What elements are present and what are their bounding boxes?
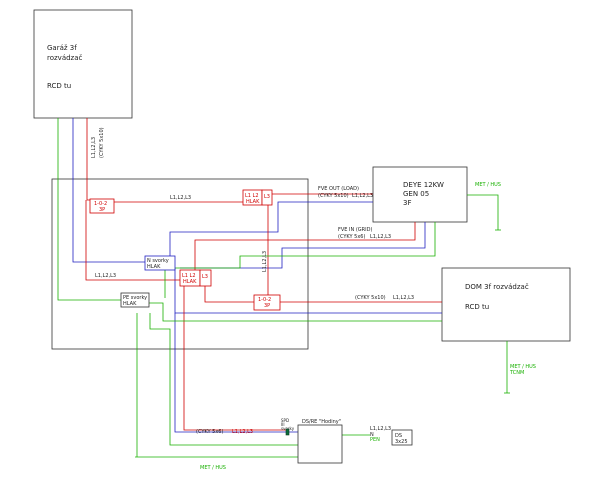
spd-l2: III xyxy=(281,422,285,427)
fve-out-phases: L1,L2,L3 xyxy=(352,193,373,199)
pe-terminals: PE svorky HLAK xyxy=(120,292,150,308)
busbar-mid-l3: L3 xyxy=(202,274,208,280)
spd-l3: svorky xyxy=(281,426,295,431)
switch-mid: 1-0-2 3P xyxy=(253,294,281,311)
vertical-phases: L1,L2,L3 xyxy=(262,251,268,272)
dom-cable: (CYKY 5x10) xyxy=(355,295,386,301)
feed-cable-phases: L1,L2,L3 xyxy=(91,137,97,158)
ground-bottom: MET / HUS xyxy=(200,465,226,471)
ground-deye: MET / HUS xyxy=(475,182,501,188)
ground-dom: MET / HUS xyxy=(510,364,536,370)
n-terminals-sub: HLAK xyxy=(147,264,161,270)
busbar-mid-label: L1 L2 xyxy=(182,273,196,279)
dom-phases: L1,L2,L3 xyxy=(393,295,414,301)
busbar-top-sub: HLAK xyxy=(246,199,260,205)
switch-mid-label: 1-0-2 xyxy=(258,297,271,303)
deye-line1: DEYE 12KW xyxy=(403,181,444,189)
garage-note: RCD tu xyxy=(47,82,71,90)
busbar-top: L1 L2 HLAK L3 xyxy=(242,189,273,206)
ds-rating: 3x25 xyxy=(395,439,408,445)
busbar-top-label: L1 L2 xyxy=(245,193,259,199)
deye-line3: 3F xyxy=(403,199,411,207)
dsre-pen: PEN xyxy=(370,437,380,443)
ds-label: DS xyxy=(395,433,402,439)
busbar-mid: L1 L2 HLAK L3 xyxy=(179,269,212,287)
main-enclosure xyxy=(51,178,309,350)
ds-box: DS 3x25 xyxy=(391,429,413,446)
dsre-label: DS/RE "Hodiny" xyxy=(302,419,341,425)
n-terminals-label: N svorky xyxy=(147,258,169,264)
pe-terminals-sub: HLAK xyxy=(123,301,137,307)
deye-line2: GEN 05 xyxy=(403,190,429,198)
spd: SPD III svorky xyxy=(281,418,295,436)
dsre-phases: L1,L2,L3 xyxy=(370,426,391,432)
switch-top-poles: 3P xyxy=(99,207,105,213)
ground-dom-sub: TCNM xyxy=(509,370,524,376)
dsre-box: DS/RE "Hodiny" xyxy=(297,419,343,464)
fve-in-cable: (CYKY 5x6) xyxy=(338,234,365,240)
dom-note: RCD tu xyxy=(465,303,489,311)
pe-terminals-label: PE svorky xyxy=(123,295,147,301)
bottom-cable: (CYKY 5x6) xyxy=(196,429,223,435)
bottom-phases: L1,L2,L3 xyxy=(232,429,253,435)
switch-top-phases: L1,L2,L3 xyxy=(170,195,191,201)
feed-cable-type: (CYKY 5x10) xyxy=(99,127,105,158)
garage-box xyxy=(33,9,133,119)
switch-mid-poles: 3P xyxy=(264,303,270,309)
phase-wires xyxy=(85,118,442,431)
garage-title: Garáž 3f xyxy=(47,44,77,52)
dsre-n: N xyxy=(370,432,374,438)
spd-l1: SPD xyxy=(281,418,289,423)
fve-out-label: FVE OUT (LOAD) xyxy=(318,186,359,192)
dom-box xyxy=(441,267,571,342)
fve-in-label: FVE IN (GRID) xyxy=(338,227,372,233)
fve-out-cable: (CYKY 5x10) xyxy=(318,193,349,199)
fve-in-phases: L1,L2,L3 xyxy=(370,234,391,240)
neutral-wires xyxy=(72,118,442,433)
busbar-mid-sub: HLAK xyxy=(183,279,197,285)
earth-wires xyxy=(57,118,508,458)
n-terminals: N svorky HLAK xyxy=(144,255,176,271)
busbar-top-l3: L3 xyxy=(264,194,270,200)
dom-title: DOM 3f rozvádzač xyxy=(465,283,529,291)
mid-phases: L1,L2,L3 xyxy=(95,273,116,279)
switch-top: 1-0-2 3P xyxy=(89,198,115,214)
deye-box xyxy=(372,166,468,223)
garage-subtitle: rozvádzač xyxy=(47,54,83,62)
switch-top-label: 1-0-2 xyxy=(94,201,107,207)
